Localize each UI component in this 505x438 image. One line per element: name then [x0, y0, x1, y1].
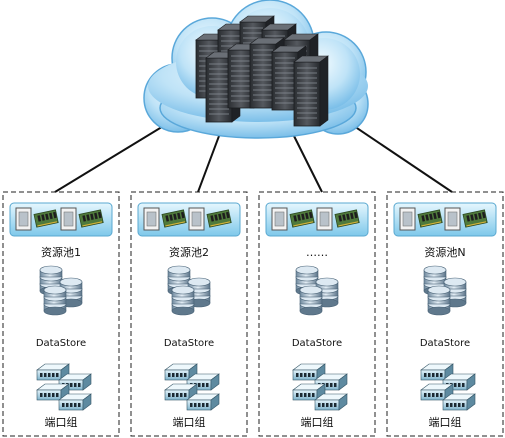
cpu-chip-icon	[316, 207, 333, 231]
pool-frame	[258, 191, 376, 437]
port-group-label: 端口组	[429, 415, 462, 429]
datastore-icon	[423, 265, 467, 316]
datastore-icon	[39, 265, 83, 316]
memory-module-icon	[462, 209, 488, 228]
connector-line	[289, 127, 323, 193]
memory-module-icon	[33, 209, 59, 228]
datastore-icon	[167, 265, 211, 316]
resource-panel-icon	[265, 202, 369, 237]
port-group-label: 端口组	[45, 415, 78, 429]
datastore-label: DataStore	[292, 338, 342, 349]
resource-pool-3: …… DataStore 端口组	[258, 191, 376, 437]
resource-pool-label: 资源池1	[41, 245, 81, 259]
connector-line	[197, 127, 223, 193]
resource-panel-icon	[137, 202, 241, 237]
memory-module-icon	[206, 209, 232, 228]
cpu-chip-icon	[60, 207, 77, 231]
server-rack-cluster-icon	[195, 15, 329, 127]
port-group-switch-icon	[292, 363, 348, 411]
connector-line	[54, 121, 171, 193]
memory-module-icon	[78, 209, 104, 228]
memory-module-icon	[161, 209, 187, 228]
resource-panel-icon	[9, 202, 113, 237]
resource-pool-label: ……	[306, 246, 328, 259]
memory-module-icon	[334, 209, 360, 228]
resource-pool-4: 资源池N DataStore 端口组	[386, 191, 504, 437]
connector-lines	[54, 117, 453, 193]
memory-module-icon	[289, 209, 315, 228]
resource-pool-label: 资源池2	[169, 245, 209, 259]
datastore-label: DataStore	[420, 338, 470, 349]
cpu-chip-icon	[15, 207, 32, 231]
resource-panel-icon	[393, 202, 497, 237]
port-group-label: 端口组	[301, 415, 334, 429]
port-group-switch-icon	[36, 363, 92, 411]
cpu-chip-icon	[143, 207, 160, 231]
pool-frame	[386, 191, 504, 437]
server-rack-icon	[293, 55, 329, 127]
datastore-icon	[295, 265, 339, 316]
cpu-chip-icon	[188, 207, 205, 231]
pool-frame	[130, 191, 248, 437]
memory-module-icon	[417, 209, 443, 228]
connector-line	[341, 117, 453, 193]
datastore-label: DataStore	[164, 338, 214, 349]
resource-pool-label: 资源池N	[424, 245, 465, 259]
port-group-switch-icon	[420, 363, 476, 411]
cpu-chip-icon	[271, 207, 288, 231]
pool-frame	[2, 191, 120, 437]
cpu-chip-icon	[444, 207, 461, 231]
cpu-chip-icon	[399, 207, 416, 231]
port-group-switch-icon	[164, 363, 220, 411]
port-group-label: 端口组	[173, 415, 206, 429]
datastore-label: DataStore	[36, 338, 86, 349]
